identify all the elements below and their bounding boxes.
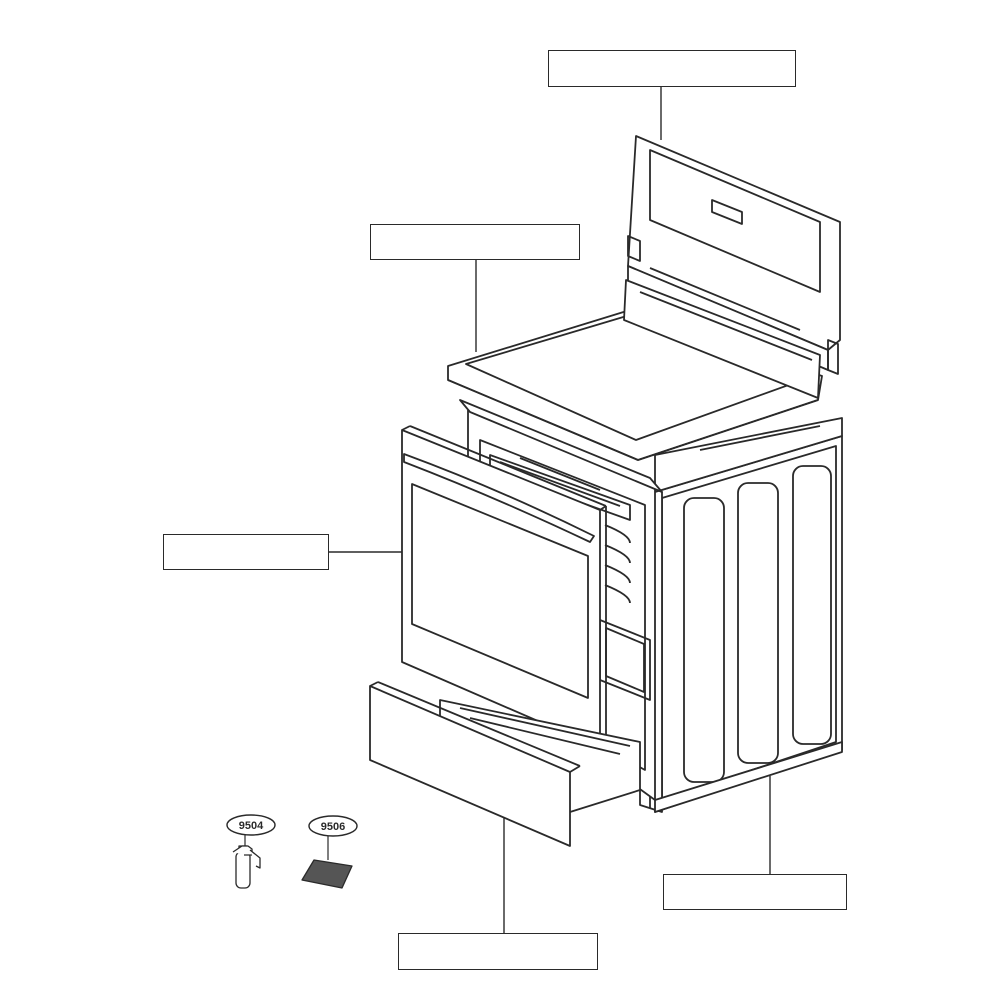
cabinet-body (639, 417, 843, 813)
oven-door (401, 425, 607, 749)
part-number-9506: 9506 (321, 821, 345, 833)
spray-bottle-icon (232, 845, 261, 889)
backguard-panel (623, 135, 841, 399)
callout-oven-door-label (163, 534, 329, 570)
part-9506 (301, 815, 358, 889)
callout-drawer-label (398, 933, 598, 970)
part-9504 (226, 814, 276, 889)
callout-cooktop-label (370, 224, 580, 260)
cleaning-pad-icon (301, 859, 353, 889)
storage-drawer (369, 681, 641, 847)
part-number-9504: 9504 (239, 820, 264, 832)
leader-lines (329, 87, 771, 933)
callout-cabinet-label (663, 874, 847, 910)
callout-backguard-label (548, 50, 796, 87)
